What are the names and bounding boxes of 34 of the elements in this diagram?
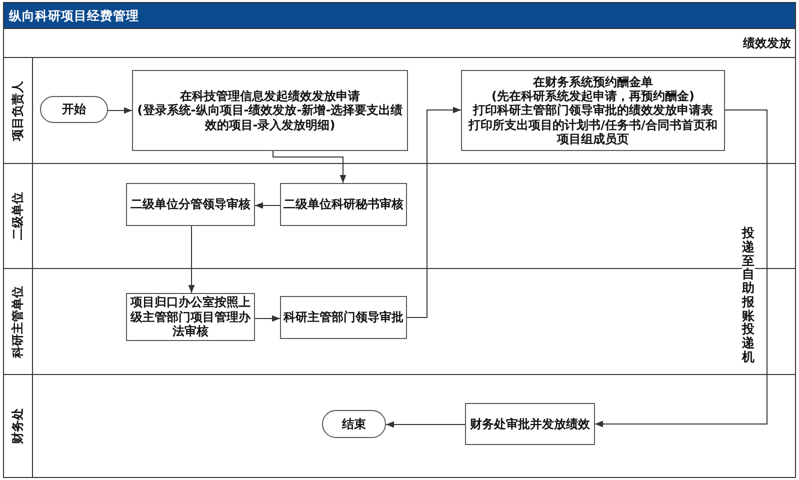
process-box: 项目归口办公室按照上级主管部门项目管理办法审核 — [126, 293, 255, 341]
swimlane — [3, 268, 796, 375]
process-box: 二级单位分管领导审核 — [126, 183, 255, 226]
process-box — [461, 70, 725, 151]
swimlane — [3, 57, 796, 164]
swimlane — [3, 163, 796, 269]
step-note: (先在科研系统发起申请，再预约酬金) — [492, 88, 694, 104]
process-box: 二级单位科研秘书审核 — [280, 183, 407, 226]
process-box — [132, 70, 408, 151]
process-box: 科研主管部门领导审批 — [280, 296, 407, 339]
step-note: 打印科研主管部门领导审批的绩效发放申请表 — [473, 103, 713, 118]
arrow — [188, 226, 195, 294]
terminator: 结束 — [322, 410, 386, 438]
terminator: 开始 — [40, 96, 108, 123]
edge-label: 投递至自助报账投递机 — [742, 226, 754, 364]
arrow — [254, 315, 280, 322]
arrow — [406, 106, 462, 318]
lane-label: 科研主管单位 — [10, 286, 26, 358]
phase-label: 绩效发放 — [743, 35, 791, 52]
lane-label: 项目负责人 — [10, 80, 26, 140]
arrow — [254, 202, 280, 209]
lane-label: 财务处 — [10, 408, 26, 444]
arrow — [386, 421, 466, 428]
step-note: (登录系统-纵向项目-绩效发放-新增-选择要支出绩效的项目-录入发放明细) — [136, 103, 404, 132]
lane-label: 二级单位 — [10, 192, 26, 240]
step-heading: 在财务系统预约酬金单 — [533, 74, 653, 89]
diagram-title: 纵向科研项目经费管理 — [9, 8, 139, 25]
arrow — [272, 150, 346, 184]
step-heading: 在科技管理信息发起绩效发放申请 — [180, 88, 360, 104]
arrow — [594, 110, 768, 428]
arrow — [108, 107, 132, 114]
process-box: 财务处审批并发放绩效 — [465, 403, 595, 445]
step-note: 打印所支出项目的计划书/任务书/合同书首页和项目组成员页 — [467, 118, 718, 146]
swimlane — [3, 374, 796, 478]
